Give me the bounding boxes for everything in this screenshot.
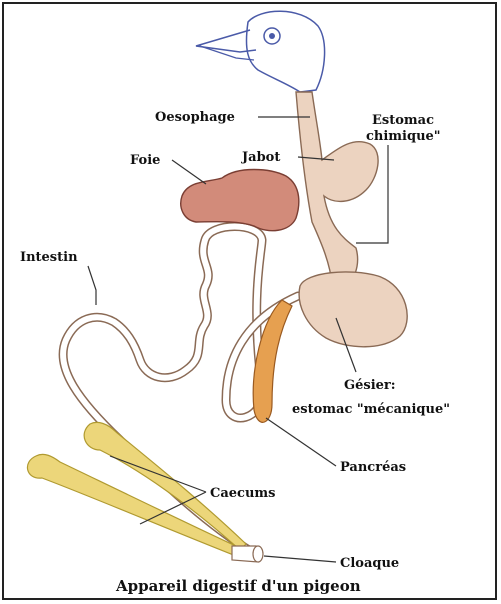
label-intestin: Intestin — [20, 250, 78, 265]
pigeon-head — [196, 11, 325, 92]
label-cloaque: Cloaque — [340, 556, 399, 571]
label-estomac-chimique-line1: Estomac — [372, 113, 434, 128]
label-estomac-chimique-line2: chimique" — [366, 129, 441, 144]
diagram-title: Appareil digestif d'un pigeon — [115, 577, 361, 595]
label-pancreas: Pancréas — [340, 460, 406, 475]
label-gesier-line1: Gésier: — [344, 378, 396, 393]
label-caecums: Caecums — [210, 486, 275, 501]
label-foie: Foie — [130, 153, 160, 168]
label-jabot: Jabot — [241, 150, 280, 165]
label-oesophage: Oesophage — [155, 110, 235, 125]
cloaca — [232, 546, 263, 562]
gizzard — [299, 272, 407, 347]
label-gesier-line2: estomac "mécanique" — [292, 402, 450, 417]
